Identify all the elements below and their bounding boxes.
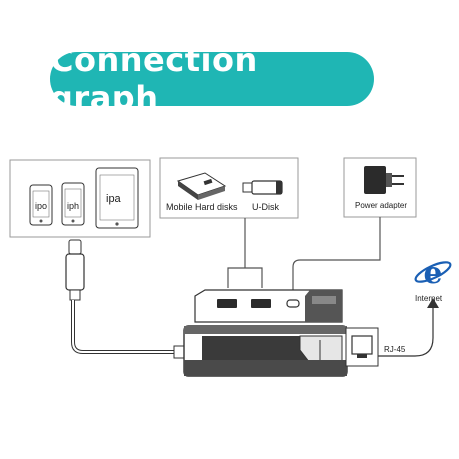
title-banner: Connection graph	[50, 41, 374, 117]
ipod-label: ipo	[34, 201, 47, 211]
internet-label: Internet	[415, 294, 443, 303]
lightning-cable	[71, 300, 176, 354]
hard-disk-label: Mobile Hard disks	[166, 202, 238, 212]
ipad-label: ipa	[106, 193, 121, 205]
usb-stick-icon	[242, 180, 283, 195]
svg-text:e: e	[423, 256, 442, 291]
udisk-label: U-Disk	[252, 202, 279, 212]
ethernet-port-icon	[345, 327, 379, 367]
iphone-label: iph	[66, 201, 79, 211]
power-adapter-label: Power adapter	[355, 201, 408, 210]
internet-explorer-icon: e	[414, 256, 452, 291]
hard-disk-icon	[176, 172, 227, 200]
ipod-icon	[29, 184, 53, 226]
rj45-label: RJ-45	[384, 345, 406, 354]
lightning-connector-icon	[65, 239, 85, 301]
usb-hub-adapter-icon	[183, 289, 348, 377]
rj45-to-internet-line	[378, 306, 434, 357]
power-plug-icon	[364, 166, 404, 194]
arrow-up-icon	[427, 298, 439, 308]
iphone-icon	[61, 182, 85, 226]
ipad-icon	[95, 167, 139, 229]
diagram-title: Connection graph	[50, 41, 258, 117]
